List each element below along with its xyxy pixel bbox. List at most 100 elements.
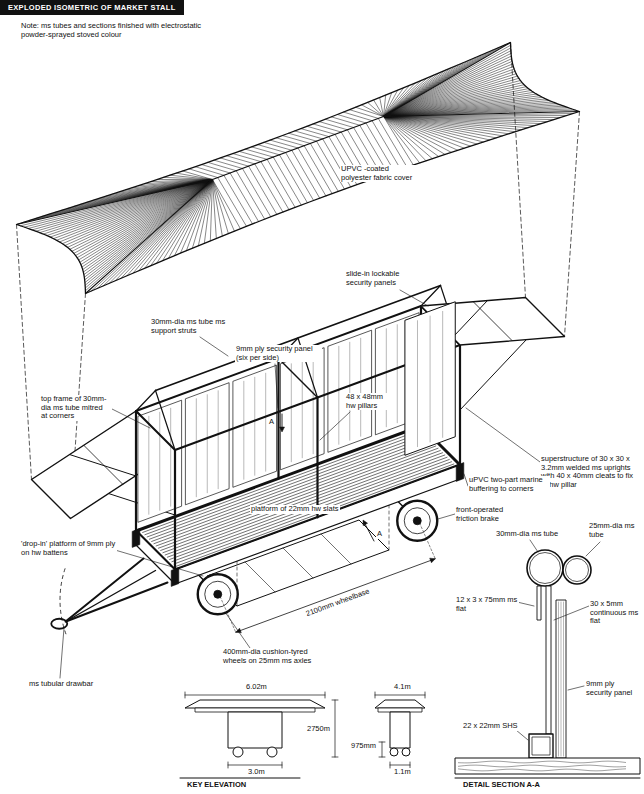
fabric-seam	[79, 180, 213, 260]
arrow-head	[363, 520, 368, 526]
arrow-head	[430, 558, 436, 563]
callout-label: 30mm-dia ms tube ms support struts	[150, 318, 227, 335]
fabric-seam	[83, 180, 212, 273]
ply-grain	[313, 356, 314, 454]
fabric-seam	[230, 173, 259, 222]
fabric-seam	[282, 136, 310, 144]
fabric-seam	[267, 159, 295, 207]
fabric-seam	[249, 166, 277, 214]
fabric-seam	[36, 180, 213, 232]
fabric-seam	[384, 51, 511, 117]
towing-eye	[51, 619, 67, 629]
fabric-seam	[384, 64, 513, 117]
wheel-rim	[404, 508, 430, 534]
section-marker	[282, 414, 283, 428]
dimension-tick	[332, 757, 338, 758]
explosion-line	[389, 499, 390, 550]
elevation-wheel	[233, 747, 243, 757]
callout-label: A	[268, 418, 275, 427]
fabric-seam	[214, 160, 242, 168]
fabric-seam	[384, 69, 515, 117]
leader-line	[517, 602, 534, 606]
fabric-seam	[384, 56, 512, 116]
fabric-seam	[170, 175, 212, 179]
elevation-fascia	[195, 708, 315, 712]
detail-section	[455, 550, 640, 778]
fabric-seam	[85, 180, 212, 289]
fabric-seam	[236, 171, 264, 219]
caption-rule	[455, 778, 640, 779]
fabric-seam	[40, 180, 213, 233]
fabric-seam	[255, 164, 283, 212]
fabric-seam	[362, 105, 384, 117]
fabric-seam	[337, 114, 366, 123]
fabric-seam	[331, 117, 359, 125]
support-strut	[136, 391, 175, 451]
fabric-seam	[384, 66, 514, 116]
timber-slat	[455, 758, 640, 774]
dimension-line	[228, 765, 282, 766]
callout-label: A	[376, 530, 383, 539]
hip-line	[17, 180, 213, 225]
elevation-body	[228, 712, 282, 748]
fabric-seam	[239, 151, 267, 159]
ply-grain	[254, 377, 255, 475]
elevation-wheel	[390, 748, 398, 756]
callout-label: front-operated friction brake	[455, 506, 527, 523]
explosion-line	[511, 43, 526, 298]
callout-label: 30mm-dia ms tube	[495, 530, 559, 539]
dimension-tick	[425, 692, 426, 698]
fabric-seam	[310, 143, 338, 191]
callout-label: 975mm	[350, 742, 377, 751]
fabric-seam	[83, 180, 213, 270]
explosion-line	[565, 112, 580, 337]
leader-line	[60, 628, 64, 678]
dimension-tick	[375, 692, 376, 698]
market-stall	[17, 43, 580, 635]
fabric-seam	[202, 165, 231, 174]
callout-label: KEY ELEVATION	[186, 781, 247, 790]
leader-line	[438, 514, 455, 519]
callout-label: 30 x 5mm continuous ms flat	[589, 600, 641, 626]
slide-in-panel	[405, 302, 455, 456]
fabric-seam	[384, 89, 529, 117]
leader-line	[200, 337, 228, 356]
fabric-seam	[85, 180, 213, 283]
fabric-seam	[273, 157, 301, 205]
hw-pillar	[316, 398, 318, 518]
swing-arc	[60, 566, 66, 634]
callout-label: 'drop-in' platform of 9mm ply on hw batt…	[20, 540, 117, 557]
tube-bore	[530, 553, 561, 584]
leader-line	[466, 408, 540, 462]
fabric-seam	[67, 180, 212, 248]
fabric-seam	[301, 129, 329, 137]
hw-pillar	[277, 359, 279, 479]
fabric-seam	[224, 175, 253, 224]
fabric-seam	[384, 74, 517, 117]
callout-label: 48 x 48mm hw pillars	[345, 393, 391, 410]
leader-lines	[60, 290, 600, 740]
ply-lamination	[561, 602, 562, 756]
dimension-line	[185, 695, 325, 696]
fabric-seam	[109, 180, 212, 284]
fabric-seam	[76, 180, 213, 256]
ply-grain	[243, 381, 244, 479]
fabric-seam	[304, 146, 332, 194]
ply-grain	[265, 373, 266, 471]
callout-label: platform of 22mm hw slats	[250, 505, 340, 514]
ply-grain	[196, 399, 197, 497]
fabric-seam	[286, 153, 314, 201]
elevation-canopy	[375, 700, 425, 708]
fabric-seam	[279, 155, 307, 203]
shs-bore	[532, 737, 550, 755]
callout-label: uPVC two-part marine buffering to corner…	[468, 476, 550, 493]
fabric-seam	[261, 162, 289, 210]
fabric-seam	[195, 167, 224, 176]
fabric-seam	[356, 107, 384, 116]
callout-label: superstructure of 30 x 30 x 3.2mm welded…	[540, 455, 638, 490]
dimension-line	[236, 559, 436, 633]
fabric-seam	[289, 133, 317, 141]
callout-label: 3.0m	[247, 768, 266, 777]
fabric-seam	[213, 180, 229, 234]
support-strut	[460, 340, 527, 411]
